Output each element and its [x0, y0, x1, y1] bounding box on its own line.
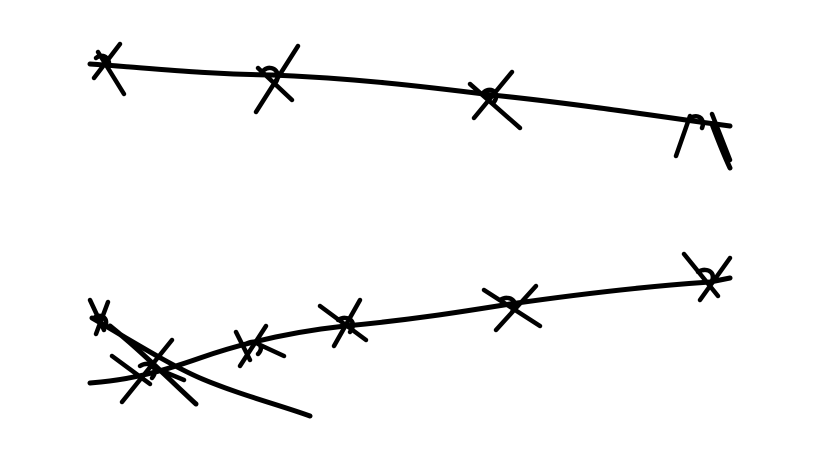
- barb: [681, 251, 733, 303]
- upper-wire-strand: [87, 61, 733, 171]
- barb: [233, 323, 287, 369]
- barb: [87, 297, 111, 337]
- barb: [91, 41, 127, 97]
- lower-barbs: [87, 251, 733, 405]
- lower-wire-strand: [87, 275, 733, 419]
- barb: [253, 43, 301, 115]
- barb: [317, 297, 369, 349]
- barb: [467, 69, 523, 131]
- barb: [673, 111, 733, 163]
- upper-barbs: [91, 41, 733, 163]
- barb: [481, 283, 543, 333]
- barb: [109, 337, 187, 405]
